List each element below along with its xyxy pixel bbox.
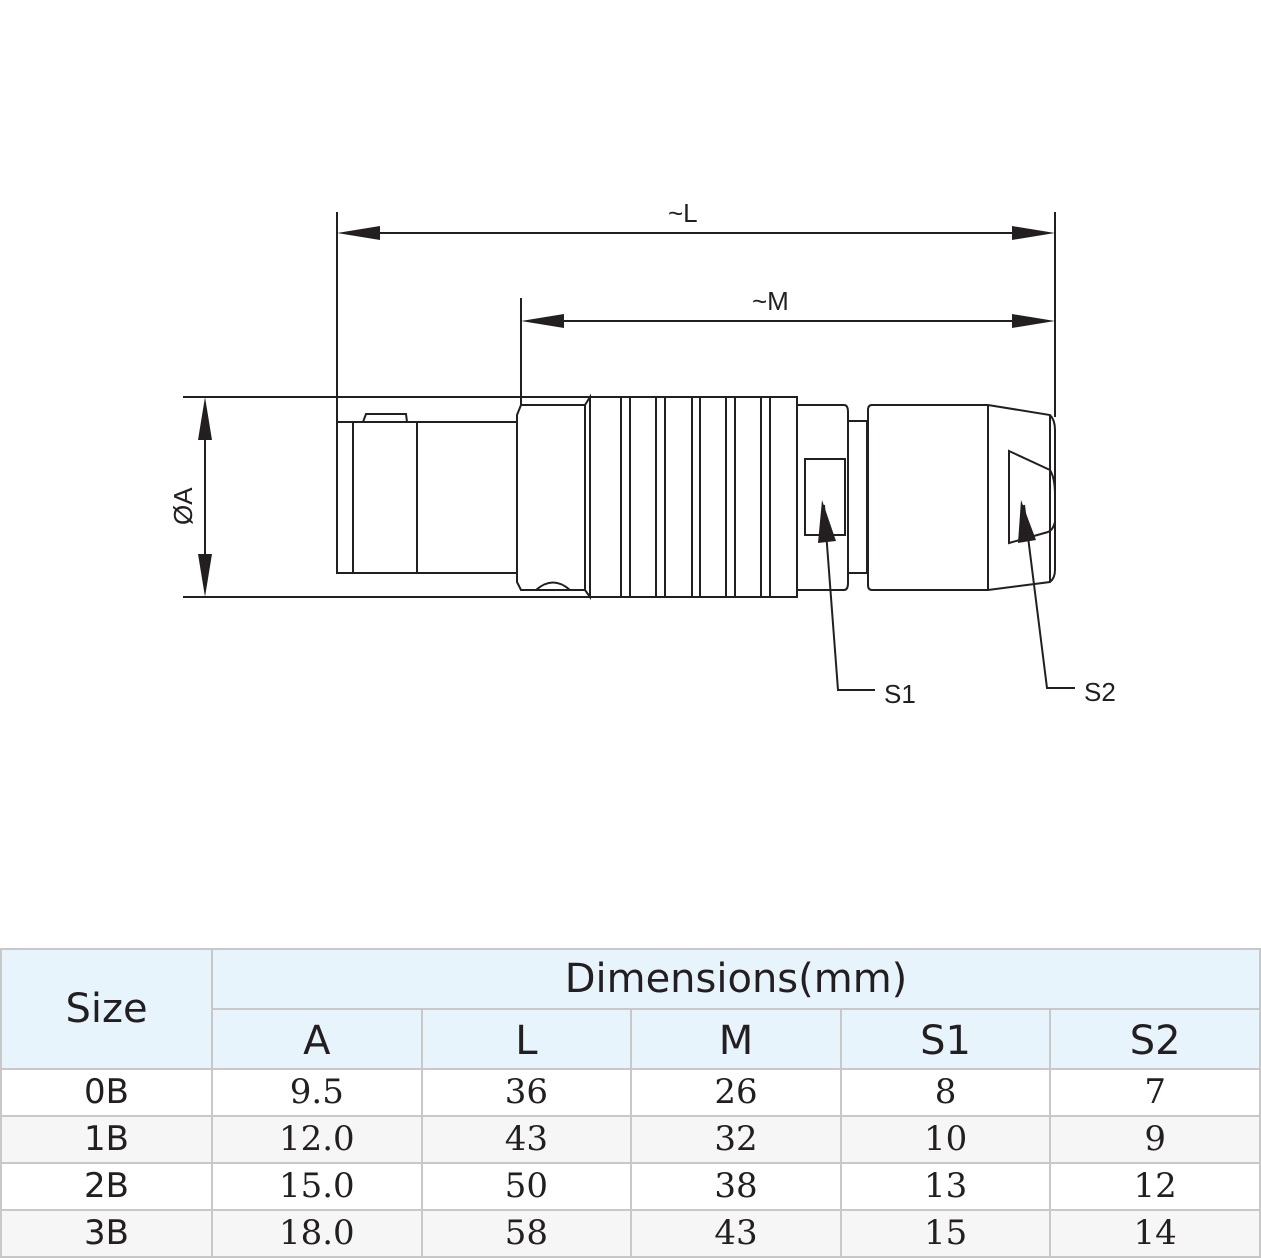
column-header-A: A bbox=[211, 1008, 423, 1070]
table-row: 3B 18.0 58 43 15 14 bbox=[0, 1209, 1261, 1258]
value-cell: 15.0 bbox=[211, 1162, 423, 1211]
rear-nut bbox=[867, 404, 1056, 591]
value-cell: 38 bbox=[630, 1162, 842, 1211]
column-header-S2: S2 bbox=[1049, 1008, 1261, 1070]
connector-drawing: ~L ~M ØA S1 S2 bbox=[168, 198, 1116, 709]
size-cell: 3B bbox=[0, 1209, 213, 1258]
size-header: Size bbox=[0, 948, 213, 1070]
table-row: 0B 9.5 36 26 8 7 bbox=[0, 1068, 1261, 1117]
value-cell: 43 bbox=[630, 1209, 842, 1258]
dim-label-M: ~M bbox=[752, 286, 789, 316]
dimensions-table: Size Dimensions(mm) A L M S1 S2 0B 9.5 3… bbox=[0, 948, 1261, 1258]
value-cell: 26 bbox=[630, 1068, 842, 1117]
value-cell: 13 bbox=[839, 1162, 1052, 1211]
value-cell: 12 bbox=[1049, 1162, 1261, 1211]
value-cell: 9.5 bbox=[211, 1068, 423, 1117]
dim-label-L: ~L bbox=[668, 198, 698, 228]
dim-label-A: ØA bbox=[168, 487, 198, 525]
value-cell: 18.0 bbox=[211, 1209, 423, 1258]
value-cell: 32 bbox=[630, 1115, 842, 1164]
arrowheads bbox=[198, 226, 1055, 597]
coupling-ring bbox=[516, 393, 591, 601]
value-cell: 10 bbox=[839, 1115, 1052, 1164]
neck bbox=[847, 420, 868, 574]
value-cell: 36 bbox=[420, 1068, 633, 1117]
front-sleeve bbox=[336, 421, 518, 574]
grip-grooves bbox=[620, 397, 771, 597]
column-header-M: M bbox=[630, 1008, 842, 1070]
dimensions-header: Dimensions(mm) bbox=[211, 948, 1261, 1010]
coupling-notch bbox=[535, 581, 571, 591]
value-cell: 15 bbox=[839, 1209, 1052, 1258]
size-cell: 0B bbox=[0, 1068, 213, 1117]
value-cell: 50 bbox=[420, 1162, 633, 1211]
s2-flat bbox=[1008, 449, 1056, 545]
leader-S1 bbox=[823, 504, 875, 691]
size-cell: 1B bbox=[0, 1115, 213, 1164]
value-cell: 8 bbox=[839, 1068, 1052, 1117]
table-row: 2B 15.0 50 38 13 12 bbox=[0, 1162, 1261, 1211]
value-cell: 12.0 bbox=[211, 1115, 423, 1164]
value-cell: 9 bbox=[1049, 1115, 1261, 1164]
value-cell: 7 bbox=[1049, 1068, 1261, 1117]
rear-collar bbox=[796, 404, 849, 591]
column-header-L: L bbox=[420, 1008, 633, 1070]
value-cell: 58 bbox=[420, 1209, 633, 1258]
size-cell: 2B bbox=[0, 1162, 213, 1211]
value-cell: 14 bbox=[1049, 1209, 1261, 1258]
column-header-S1: S1 bbox=[839, 1008, 1052, 1070]
leader-S2 bbox=[1023, 504, 1075, 689]
table-row: 1B 12.0 43 32 10 9 bbox=[0, 1115, 1261, 1164]
key-bump bbox=[362, 413, 408, 423]
label-S2: S2 bbox=[1084, 677, 1116, 707]
value-cell: 43 bbox=[420, 1115, 633, 1164]
label-S1: S1 bbox=[884, 679, 916, 709]
